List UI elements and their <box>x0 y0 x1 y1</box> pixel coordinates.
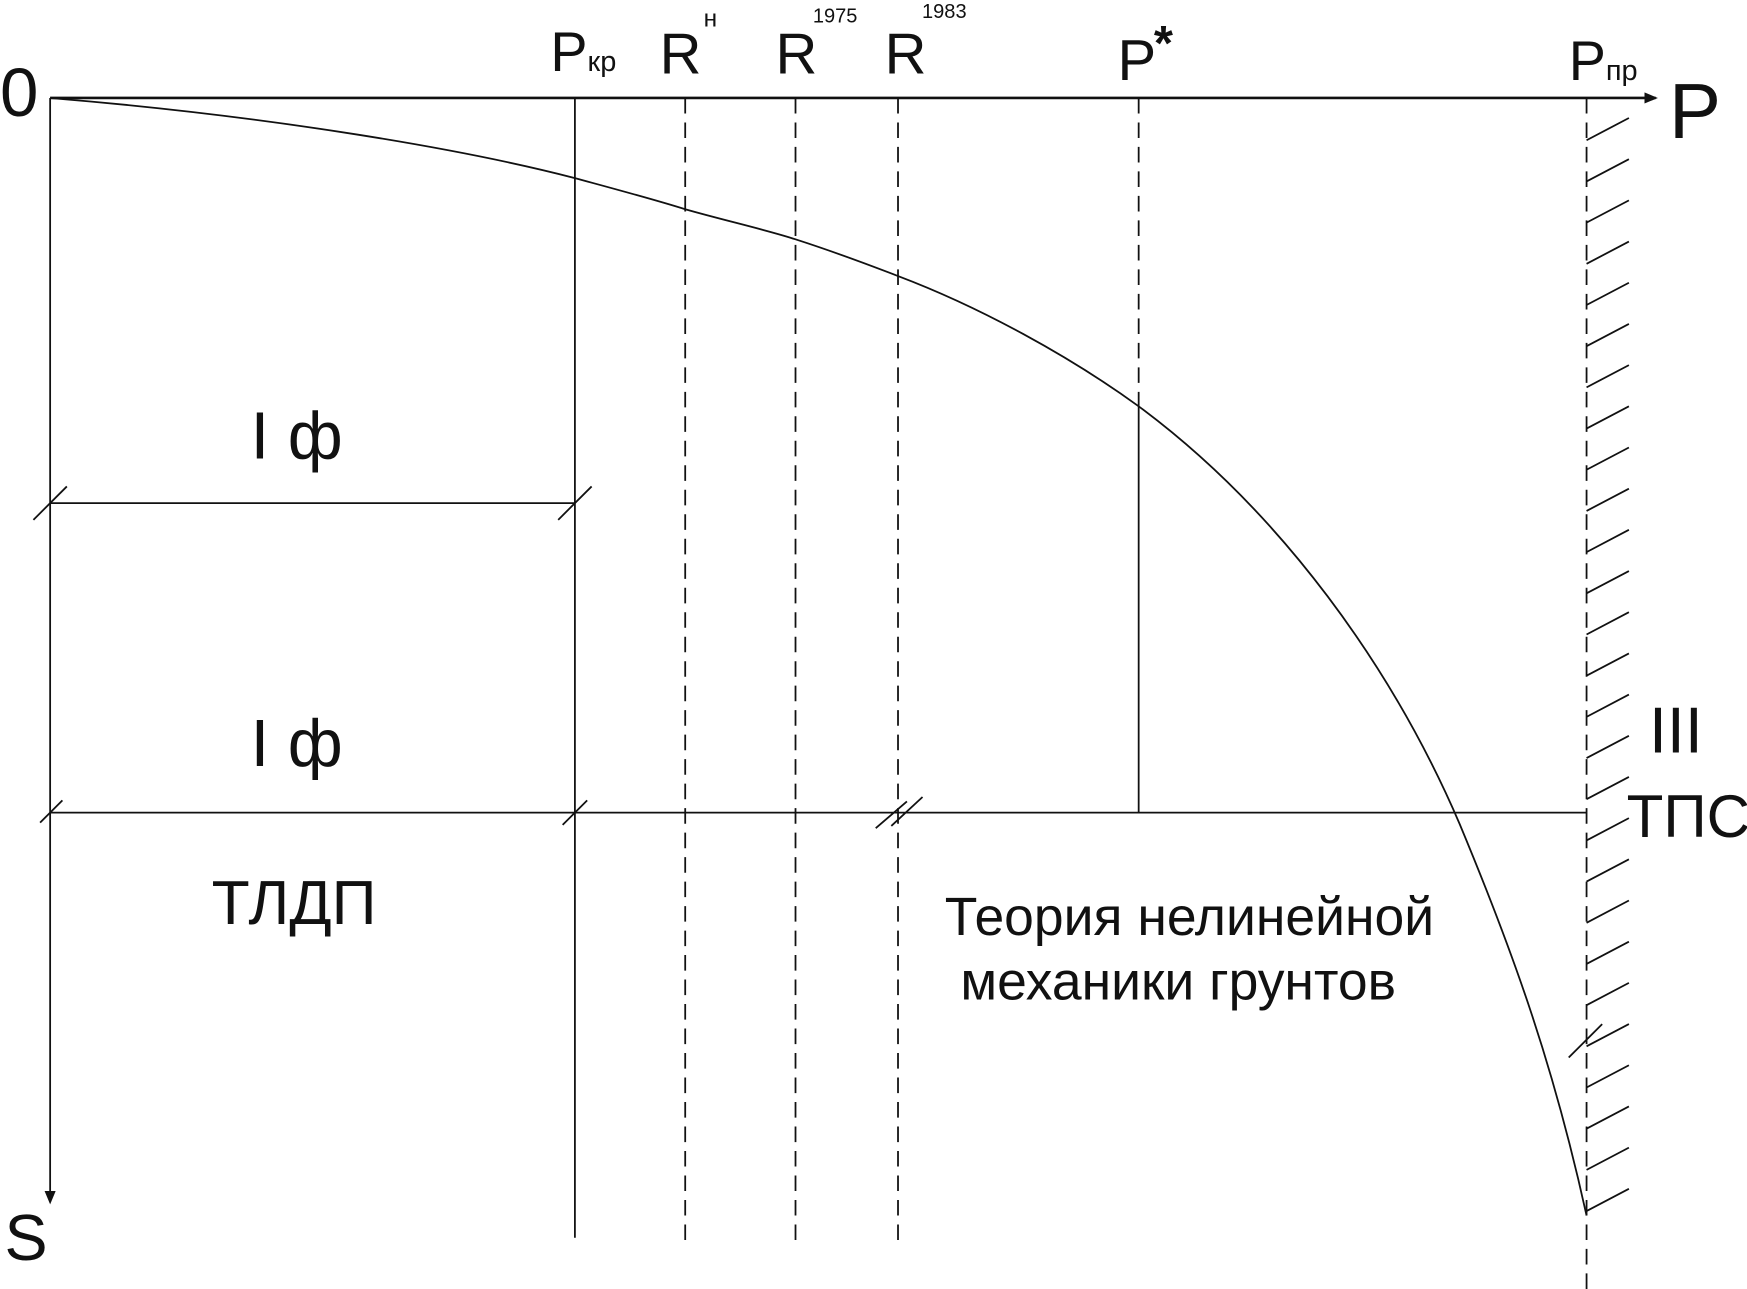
p-star-label: P* <box>1118 17 1174 93</box>
p-kr-label: Pкр <box>550 21 616 83</box>
hatch-mark <box>1586 405 1630 430</box>
p-pr-label: Pпр <box>1569 30 1638 92</box>
limit-hatching <box>1586 117 1630 1212</box>
hatch-mark <box>1586 240 1630 265</box>
hatch-mark <box>1586 446 1630 471</box>
hatch-mark <box>1586 1105 1630 1130</box>
hatch-mark <box>1586 817 1630 842</box>
phase1-upper-label: I ф <box>251 400 343 474</box>
hatch-mark <box>1586 611 1630 636</box>
s-axis-label: S <box>4 1202 47 1274</box>
nonlinear-theory-line2: механики грунтов <box>960 953 1396 1012</box>
hatch-mark <box>1586 734 1630 759</box>
tps-label: ТПС <box>1627 783 1747 850</box>
dimension-ticks <box>32 485 1603 1059</box>
hatch-mark <box>1586 1188 1630 1212</box>
hatch-mark <box>1586 487 1630 512</box>
hatch-mark <box>1586 1064 1630 1089</box>
nonlinear-theory-line1: Теория нелинейной <box>945 888 1434 947</box>
settlement-curve <box>50 97 1588 1216</box>
hatch-mark <box>1586 652 1630 677</box>
tldp-label: ТЛДП <box>212 869 377 938</box>
hatch-mark <box>1586 858 1630 883</box>
hatch-mark <box>1586 364 1630 389</box>
r-1975-label: R1975 <box>775 5 857 86</box>
phase1-lower-label: I ф <box>251 707 343 781</box>
origin-label: 0 <box>0 53 38 131</box>
hatch-mark <box>1586 570 1630 595</box>
p-axis-label: P <box>1669 67 1721 155</box>
hatch-mark <box>1586 982 1630 1006</box>
r-1983-label: R1983 <box>885 1 967 87</box>
hatch-mark <box>1586 940 1630 965</box>
hatch-mark <box>1586 693 1630 718</box>
hatch-mark <box>1586 323 1630 347</box>
r-n-label: Rн <box>660 6 718 87</box>
hatch-mark <box>1586 899 1630 924</box>
hatch-mark <box>1586 199 1630 224</box>
hatch-mark <box>1586 776 1630 801</box>
phase3-label: III <box>1649 695 1703 767</box>
hatch-mark <box>1586 117 1630 142</box>
hatch-mark <box>1586 1146 1630 1171</box>
hatch-mark <box>1586 1023 1630 1048</box>
hatch-mark <box>1586 158 1630 183</box>
hatch-mark <box>1586 281 1630 306</box>
hatch-mark <box>1586 529 1630 553</box>
